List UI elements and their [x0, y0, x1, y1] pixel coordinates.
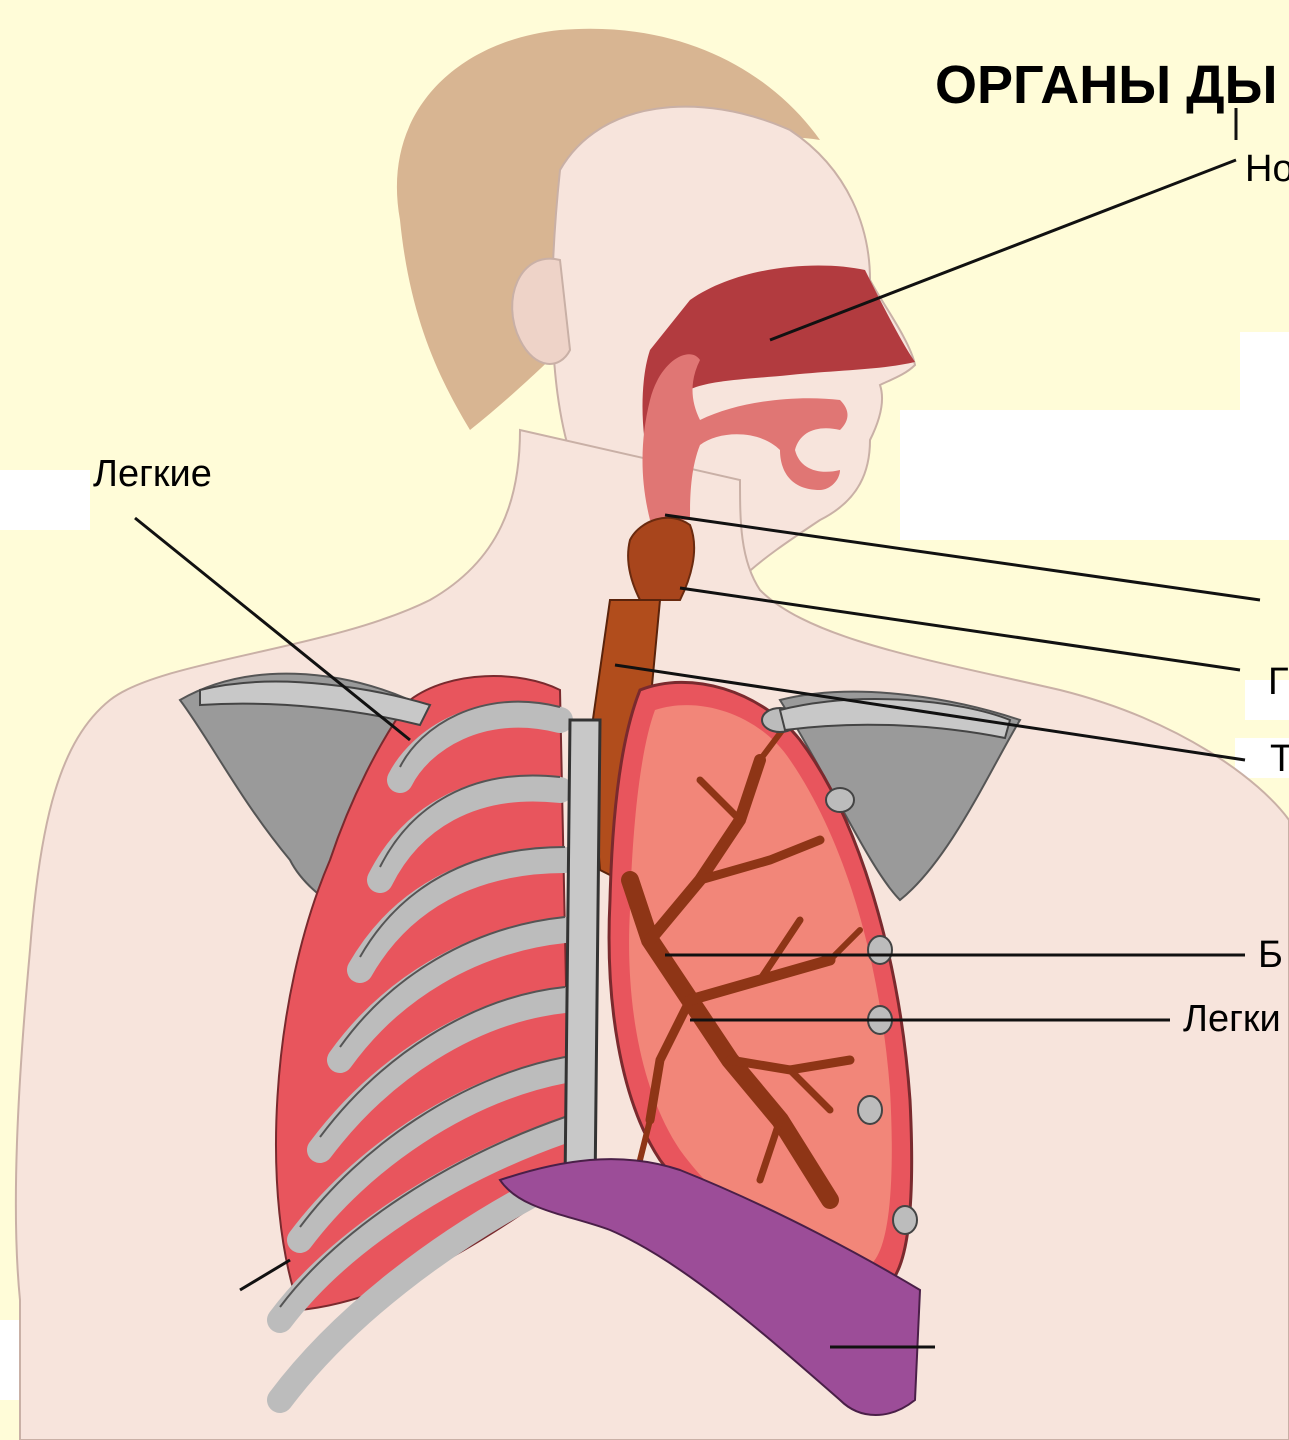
label-lungs-left: Легкие	[93, 455, 212, 493]
sternum	[565, 720, 600, 1190]
label-bronchi: Б	[1258, 936, 1283, 974]
label-trachea: Т	[1270, 740, 1289, 778]
page-title: ОРГАНЫ ДЫ	[935, 54, 1277, 116]
label-lungs-right: Легки	[1183, 1000, 1281, 1038]
label-larynx: Г	[1268, 663, 1289, 701]
label-nose: Но	[1245, 150, 1289, 188]
